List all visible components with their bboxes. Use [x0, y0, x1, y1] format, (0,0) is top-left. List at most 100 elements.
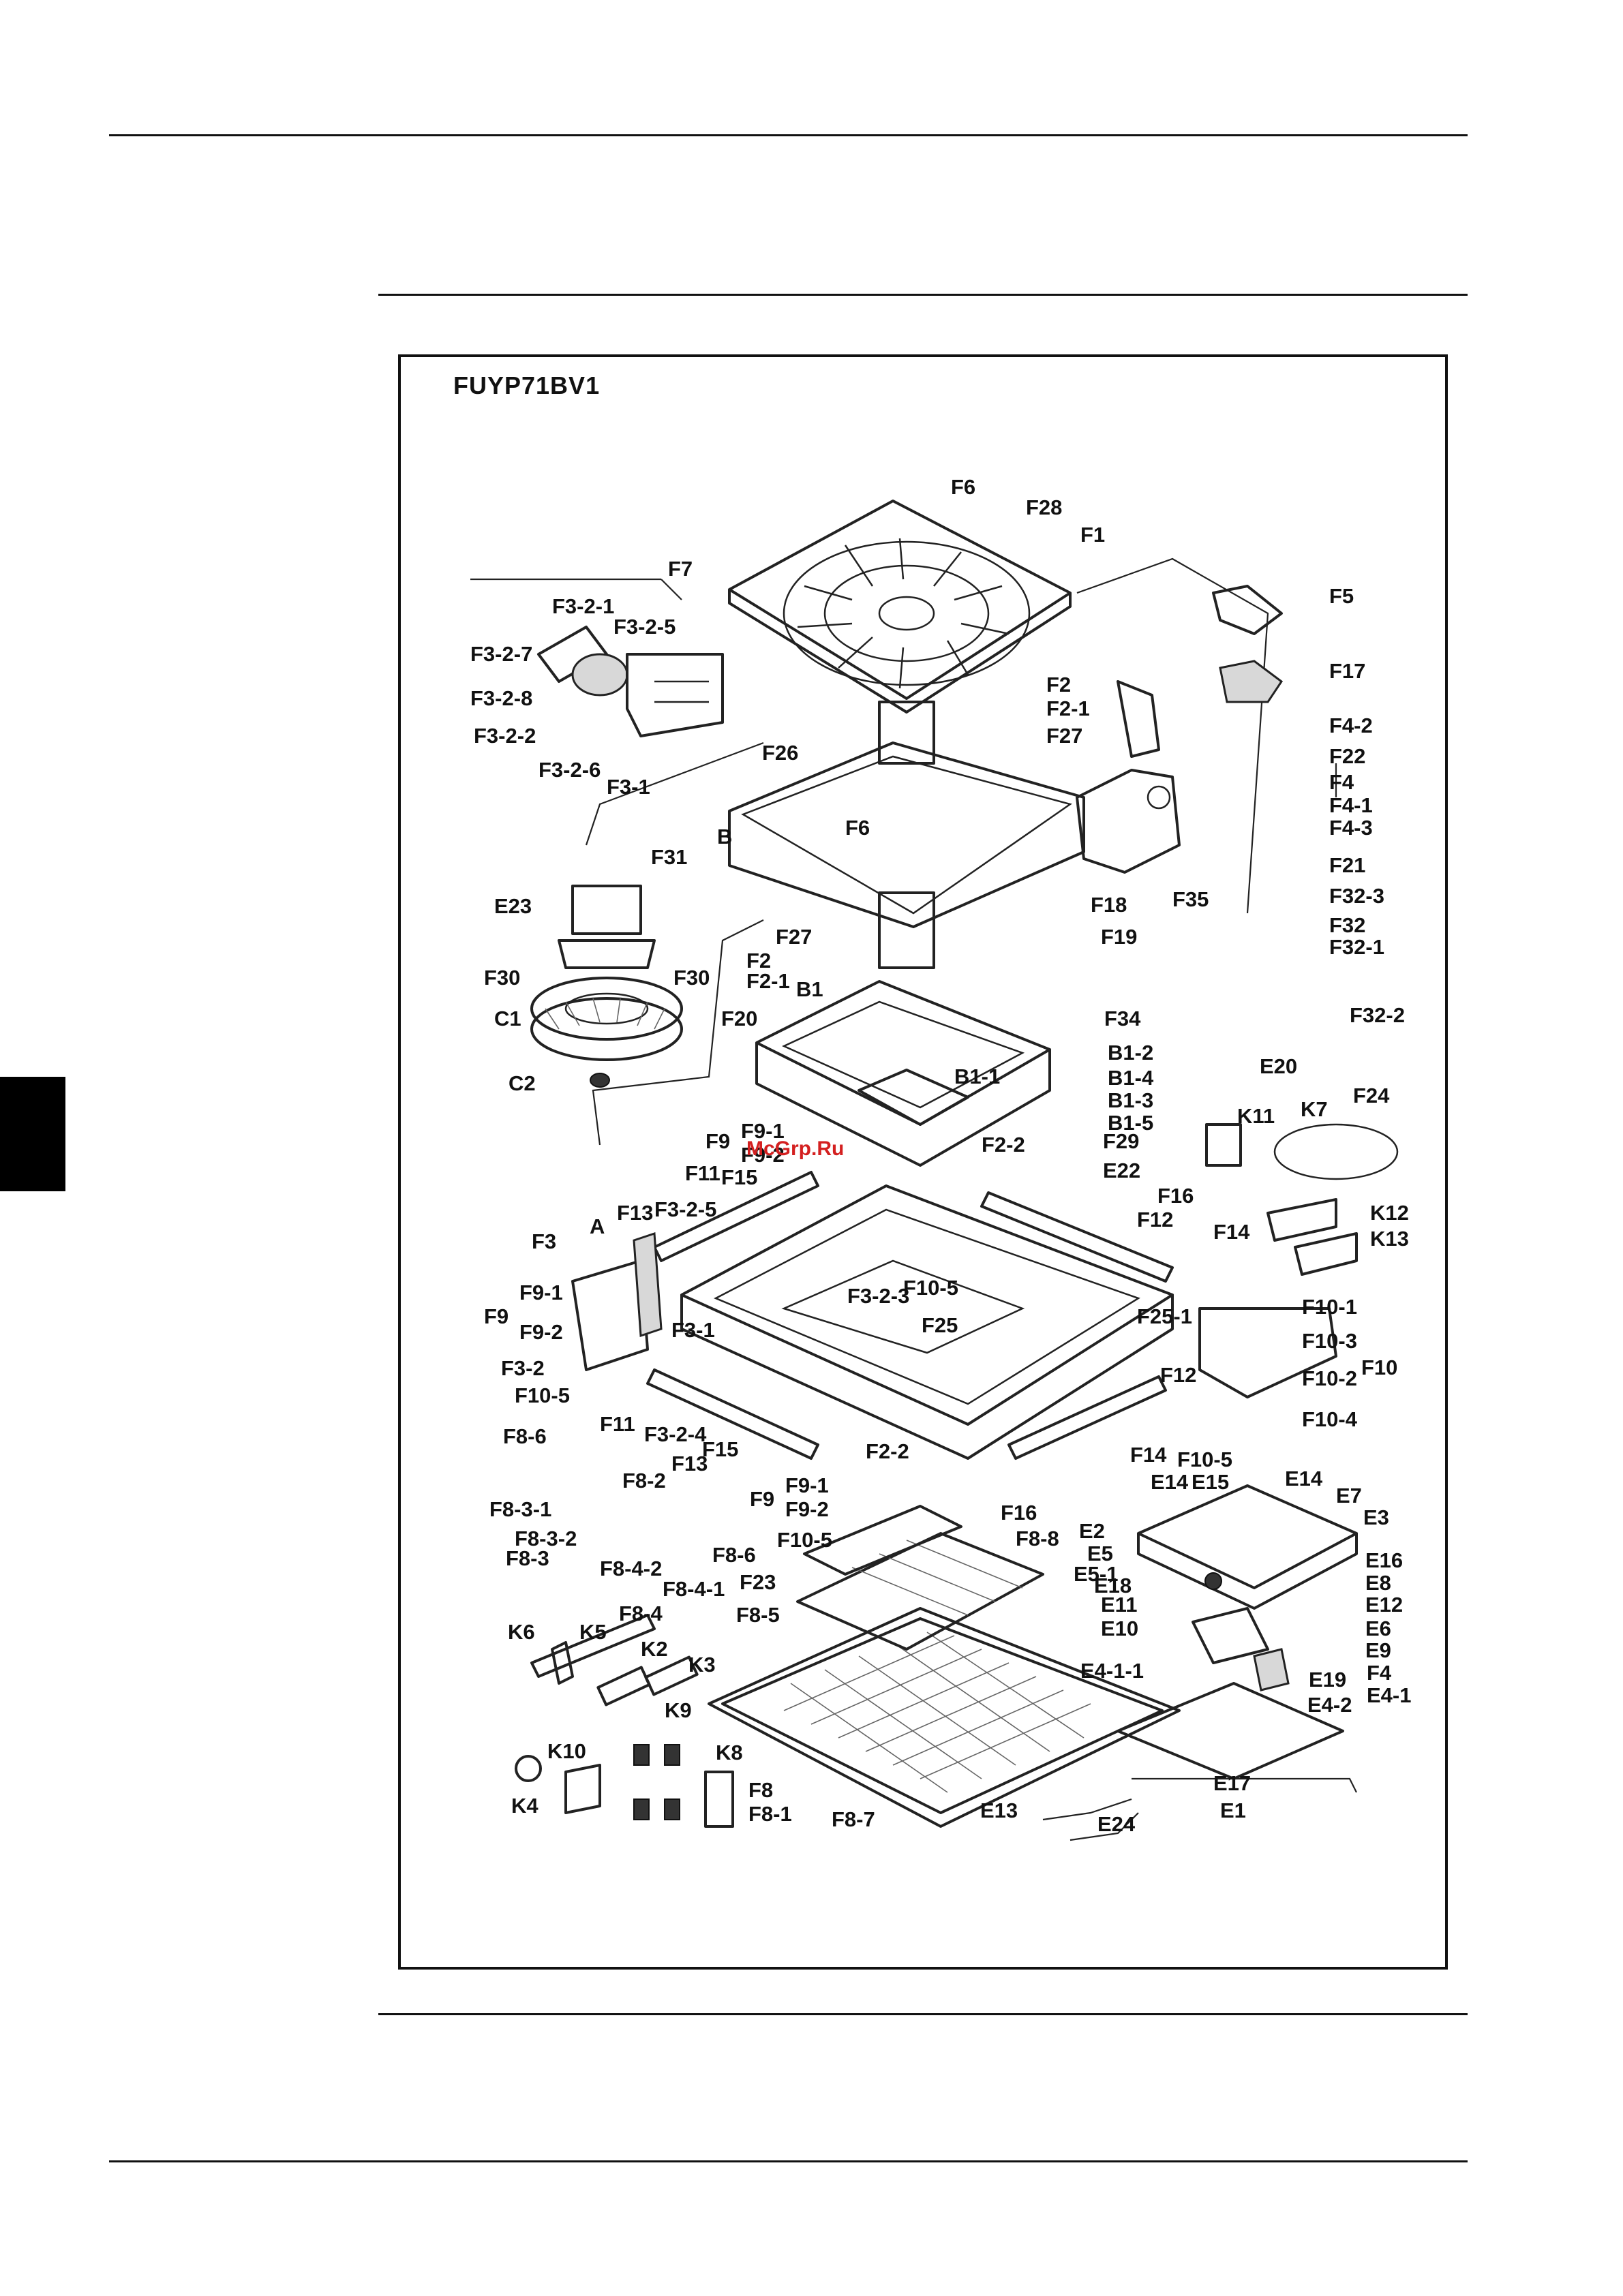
part-label: F3-2-5: [613, 615, 676, 639]
part-label: C2: [509, 1071, 536, 1095]
part-label: F18: [1091, 893, 1127, 917]
part-label: F3-2-2: [474, 724, 536, 748]
part-label: E4-2: [1307, 1693, 1352, 1717]
part-label: F2: [746, 949, 771, 973]
part-label: F8-4-1: [663, 1577, 725, 1601]
part-label: E18: [1094, 1574, 1132, 1597]
part-label: E23: [494, 894, 532, 918]
part-label: F4-1: [1329, 793, 1373, 817]
wiring-e13-e24: [1042, 1798, 1139, 1841]
part-label: F10-2: [1302, 1366, 1357, 1390]
part-label: E20: [1260, 1054, 1297, 1078]
part-label: E15: [1192, 1470, 1229, 1494]
part-label: F8-1: [748, 1802, 792, 1826]
part-label: K10: [547, 1739, 586, 1763]
part-label: F8-2: [622, 1469, 666, 1493]
part-label: F3-1: [607, 775, 650, 799]
part-label: K2: [641, 1637, 668, 1661]
control-box-e1: [1117, 1484, 1358, 1780]
footer-rule-lower: [109, 2160, 1468, 2162]
part-label: F22: [1329, 744, 1365, 768]
section-tab: [0, 1077, 65, 1191]
part-label: B1-1: [954, 1065, 1000, 1088]
part-label: F10-3: [1302, 1329, 1357, 1353]
part-label: F11: [600, 1412, 635, 1436]
part-label: F21: [1329, 853, 1365, 877]
part-label: F26: [762, 741, 798, 765]
part-label: F10-5: [515, 1383, 570, 1407]
part-label: K9: [665, 1698, 692, 1722]
part-label: F3-2-1: [552, 594, 614, 618]
suction-grille: [796, 1505, 1044, 1651]
turbofan-c1: [530, 885, 683, 1088]
part-label: F10-1: [1302, 1295, 1357, 1319]
heat-exchanger-b1: [755, 980, 1051, 1167]
part-label: F8-4: [619, 1602, 663, 1625]
part-label: F8-4-2: [600, 1557, 662, 1580]
part-label: B1-2: [1108, 1041, 1153, 1065]
part-label: K12: [1370, 1201, 1409, 1225]
part-label: K8: [716, 1741, 743, 1764]
part-label: F15: [721, 1165, 757, 1189]
part-label: F8-3-1: [489, 1497, 551, 1521]
assembly-grouping-lines: [470, 557, 1357, 1793]
part-label: F4-2: [1329, 714, 1373, 737]
top-rule: [109, 134, 1468, 136]
part-label: F10-5: [777, 1528, 832, 1552]
part-label: B1-4: [1108, 1066, 1154, 1090]
part-label: E19: [1309, 1668, 1346, 1692]
part-label: F12: [1160, 1363, 1196, 1387]
part-label: F32-1: [1329, 935, 1384, 959]
part-label: F13: [671, 1452, 708, 1475]
part-label: K13: [1370, 1227, 1409, 1251]
part-label: F35: [1172, 887, 1209, 911]
part-label: E24: [1097, 1812, 1136, 1836]
part-label: F9-2: [741, 1143, 785, 1167]
part-label: F8-6: [712, 1543, 756, 1567]
part-label: E10: [1101, 1617, 1138, 1640]
part-label: K7: [1301, 1097, 1328, 1121]
part-label: F8-7: [832, 1807, 875, 1831]
part-label: F10: [1361, 1356, 1397, 1379]
part-label: F3: [532, 1229, 556, 1253]
part-label: F8-5: [736, 1603, 780, 1627]
part-label: E11: [1101, 1593, 1137, 1617]
model-title: FUYP71BV1: [453, 371, 601, 399]
part-label: K4: [511, 1794, 539, 1818]
corner-panel-f9: [571, 1231, 663, 1371]
part-label: E13: [980, 1798, 1018, 1822]
part-label: F3-2-6: [539, 758, 601, 782]
header-rule: [378, 294, 1468, 296]
part-label: K11: [1237, 1104, 1275, 1128]
part-label: F32-3: [1329, 884, 1384, 908]
part-label: F27: [1046, 724, 1082, 748]
part-label: F10-4: [1302, 1407, 1358, 1431]
part-label: C1: [494, 1007, 521, 1030]
part-label: B1-5: [1108, 1111, 1153, 1135]
accessories-k: [515, 1123, 1399, 1828]
part-label: E5: [1087, 1542, 1113, 1565]
part-label: A: [590, 1214, 605, 1238]
part-label: F2-1: [746, 969, 790, 993]
part-label: E7: [1336, 1484, 1362, 1507]
part-label: F8-8: [1016, 1527, 1059, 1550]
part-label: F9: [750, 1487, 774, 1511]
part-label: F24: [1353, 1084, 1390, 1107]
part-label: F9-2: [519, 1320, 563, 1344]
footer-rule-upper: [378, 2013, 1468, 2015]
part-label: E4-1: [1367, 1683, 1411, 1707]
part-label: F19: [1101, 925, 1137, 949]
part-label: F9-1: [519, 1281, 563, 1304]
part-label: F30: [484, 966, 520, 990]
fan-motor-f3-2: [537, 626, 724, 737]
part-label: F4: [1367, 1661, 1392, 1685]
part-label: K3: [688, 1653, 716, 1677]
part-label: F9-1: [741, 1119, 785, 1143]
part-label: B1-3: [1108, 1088, 1153, 1112]
part-label: F31: [651, 845, 687, 869]
part-label: F32-2: [1350, 1003, 1405, 1027]
part-label: E9: [1365, 1638, 1391, 1662]
part-label: E4-1-1: [1080, 1659, 1144, 1683]
part-label: F32: [1329, 913, 1365, 937]
